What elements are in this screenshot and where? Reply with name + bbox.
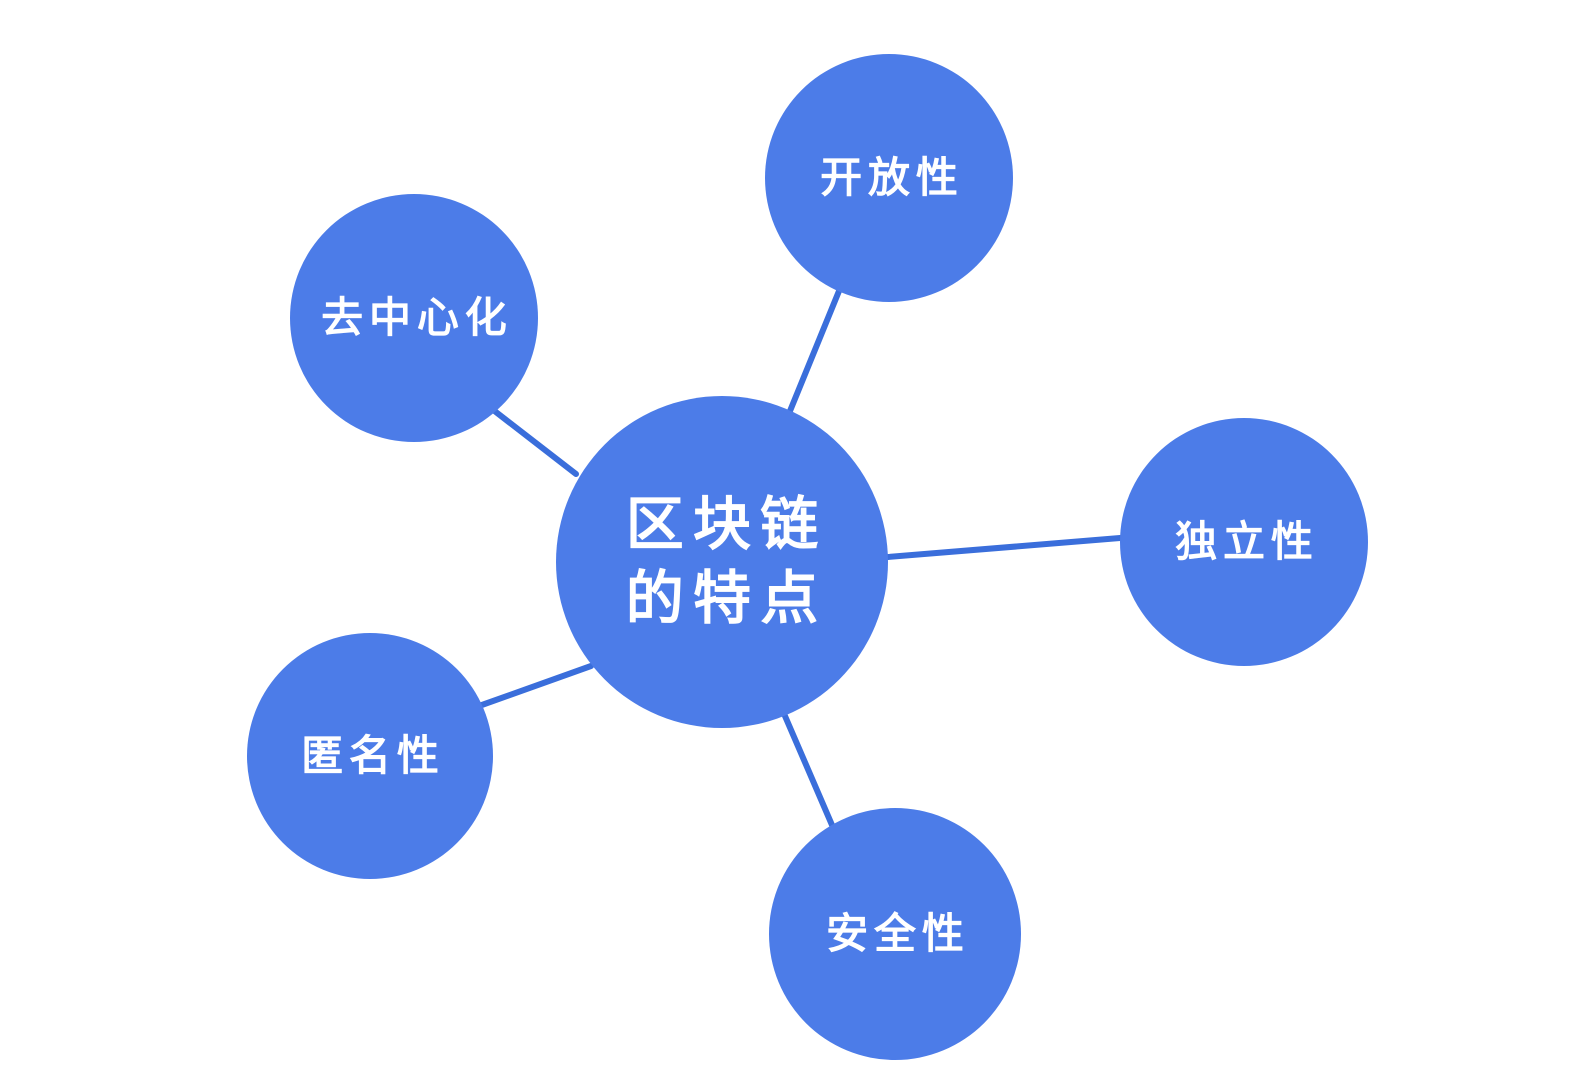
node-openness-label: 开放性 bbox=[820, 154, 964, 202]
node-decentralization-label: 去中心化 bbox=[321, 294, 513, 342]
node-center-label-line2: 的特点 bbox=[625, 566, 828, 631]
connector-center-to-independence bbox=[885, 535, 1123, 560]
node-anonymity-label: 匿名性 bbox=[301, 732, 445, 780]
node-center-blockchain-features[interactable]: 区块链 的特点 bbox=[556, 396, 888, 728]
node-openness[interactable]: 开放性 bbox=[765, 54, 1013, 302]
connector-center-to-security bbox=[779, 706, 835, 828]
node-anonymity[interactable]: 匿名性 bbox=[247, 633, 493, 879]
node-independence-label: 独立性 bbox=[1175, 518, 1319, 566]
node-independence[interactable]: 独立性 bbox=[1120, 418, 1368, 666]
connector-center-to-decentralization bbox=[489, 406, 579, 477]
node-security[interactable]: 安全性 bbox=[769, 808, 1021, 1060]
node-center-label-line1: 区块链 bbox=[625, 491, 828, 557]
node-decentralization[interactable]: 去中心化 bbox=[290, 194, 538, 442]
connector-center-to-openness bbox=[787, 288, 842, 414]
connector-center-to-anonymity bbox=[476, 663, 594, 709]
node-security-label: 安全性 bbox=[826, 910, 970, 958]
